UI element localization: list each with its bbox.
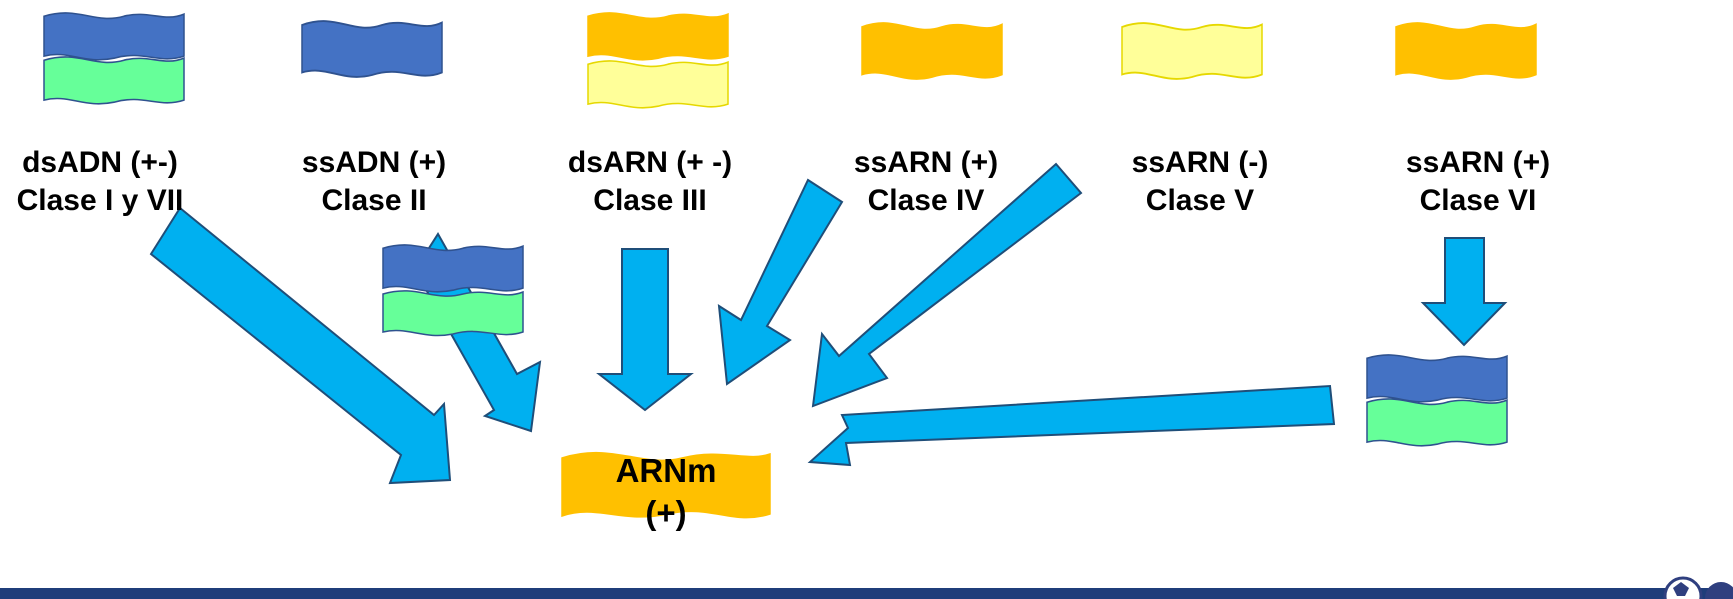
arrow-class-6-down <box>1420 237 1508 347</box>
label-class-1-7: dsADN (+-) Clase I y VII <box>0 144 200 220</box>
arrow-class-6-to-mrna <box>807 384 1336 467</box>
ssARN-neg-strand-icon <box>1121 22 1263 80</box>
label-class-3: dsARN (+ -) Clase III <box>550 144 750 220</box>
label-class-4: ssARN (+) Clase IV <box>826 144 1026 220</box>
logo-icon <box>1655 566 1733 599</box>
label-type: dsADN (+-) <box>22 146 178 179</box>
arrow-class-4 <box>717 178 844 386</box>
label-class: Clase VI <box>1419 184 1537 217</box>
label-class: Clase III <box>593 184 707 217</box>
ssARN-pos-strand-icon <box>861 22 1003 80</box>
dsADN-strand-icon <box>43 12 185 105</box>
label-class-2: ssADN (+) Clase II <box>274 144 474 220</box>
label-class-6: ssARN (+) Clase VI <box>1378 144 1578 220</box>
ssADN-strand-icon <box>301 20 443 78</box>
label-type: ssARN (+) <box>1405 146 1551 179</box>
label-class: Clase I y VII <box>16 184 184 217</box>
label-class: Clase II <box>321 184 427 217</box>
label-class-5: ssARN (-) Clase V <box>1100 144 1300 220</box>
label-type: ssADN (+) <box>301 146 447 179</box>
ssARN-retro-strand-icon <box>1395 22 1537 80</box>
mrna-label-line2: (+) <box>645 494 687 531</box>
label-class: Clase V <box>1145 184 1255 217</box>
mrna-label-line1: ARNm <box>615 452 717 489</box>
label-type: dsARN (+ -) <box>567 146 733 179</box>
arrow-class-5 <box>811 162 1083 408</box>
label-type: ssARN (-) <box>1131 146 1269 179</box>
class-6-dsdna-intermediate-icon <box>1366 354 1508 447</box>
label-type: ssARN (+) <box>853 146 999 179</box>
label-class: Clase IV <box>867 184 985 217</box>
class-2-dsdna-intermediate-icon <box>382 244 524 337</box>
arrow-class-3 <box>596 248 694 412</box>
arrow-class-1-7 <box>149 206 452 485</box>
mrna-target-icon <box>561 451 771 519</box>
mrna-label: ARNm (+) <box>566 450 766 534</box>
dsARN-strand-icon <box>587 12 729 109</box>
footer-bar <box>0 588 1733 599</box>
